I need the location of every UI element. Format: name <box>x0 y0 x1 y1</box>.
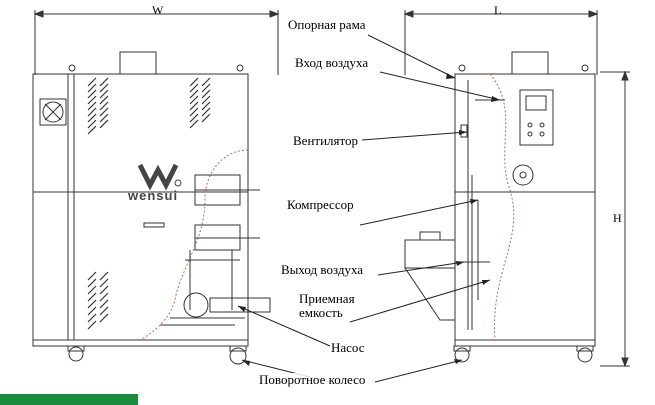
label-support-frame: Опорная рама <box>287 17 367 32</box>
label-pump: Насос <box>330 340 366 355</box>
side-left-wheel <box>454 347 470 363</box>
length-label: L <box>494 3 502 17</box>
label-receiver-tank: Приемная емкость <box>298 291 356 320</box>
leader-lines <box>237 34 501 383</box>
front-body <box>32 73 249 341</box>
front-view <box>32 10 280 365</box>
side-cutaway-curve <box>489 73 515 341</box>
side-right-wheel <box>577 347 593 363</box>
wensui-logo <box>137 163 182 191</box>
front-right-wheel <box>229 347 247 365</box>
height-label: H <box>613 211 622 225</box>
receiver-tank-shape <box>404 239 456 269</box>
fan-grille <box>39 98 67 126</box>
accent-strip <box>0 394 138 405</box>
label-swivel-wheel: Поворотное колесо <box>258 372 367 387</box>
side-view <box>403 10 630 368</box>
front-left-wheel <box>68 346 84 362</box>
label-compressor: Компрессор <box>286 197 355 212</box>
label-air-outlet: Выход воздуха <box>280 262 365 277</box>
label-fan: Вентилятор <box>292 133 360 148</box>
width-label: W <box>152 3 164 17</box>
control-panel <box>519 89 554 146</box>
side-body <box>454 73 596 341</box>
pump-body <box>183 292 209 318</box>
label-air-inlet: Вход воздуха <box>294 55 370 70</box>
logo-text: wensui <box>128 188 179 203</box>
front-cutaway-curve <box>139 149 249 341</box>
